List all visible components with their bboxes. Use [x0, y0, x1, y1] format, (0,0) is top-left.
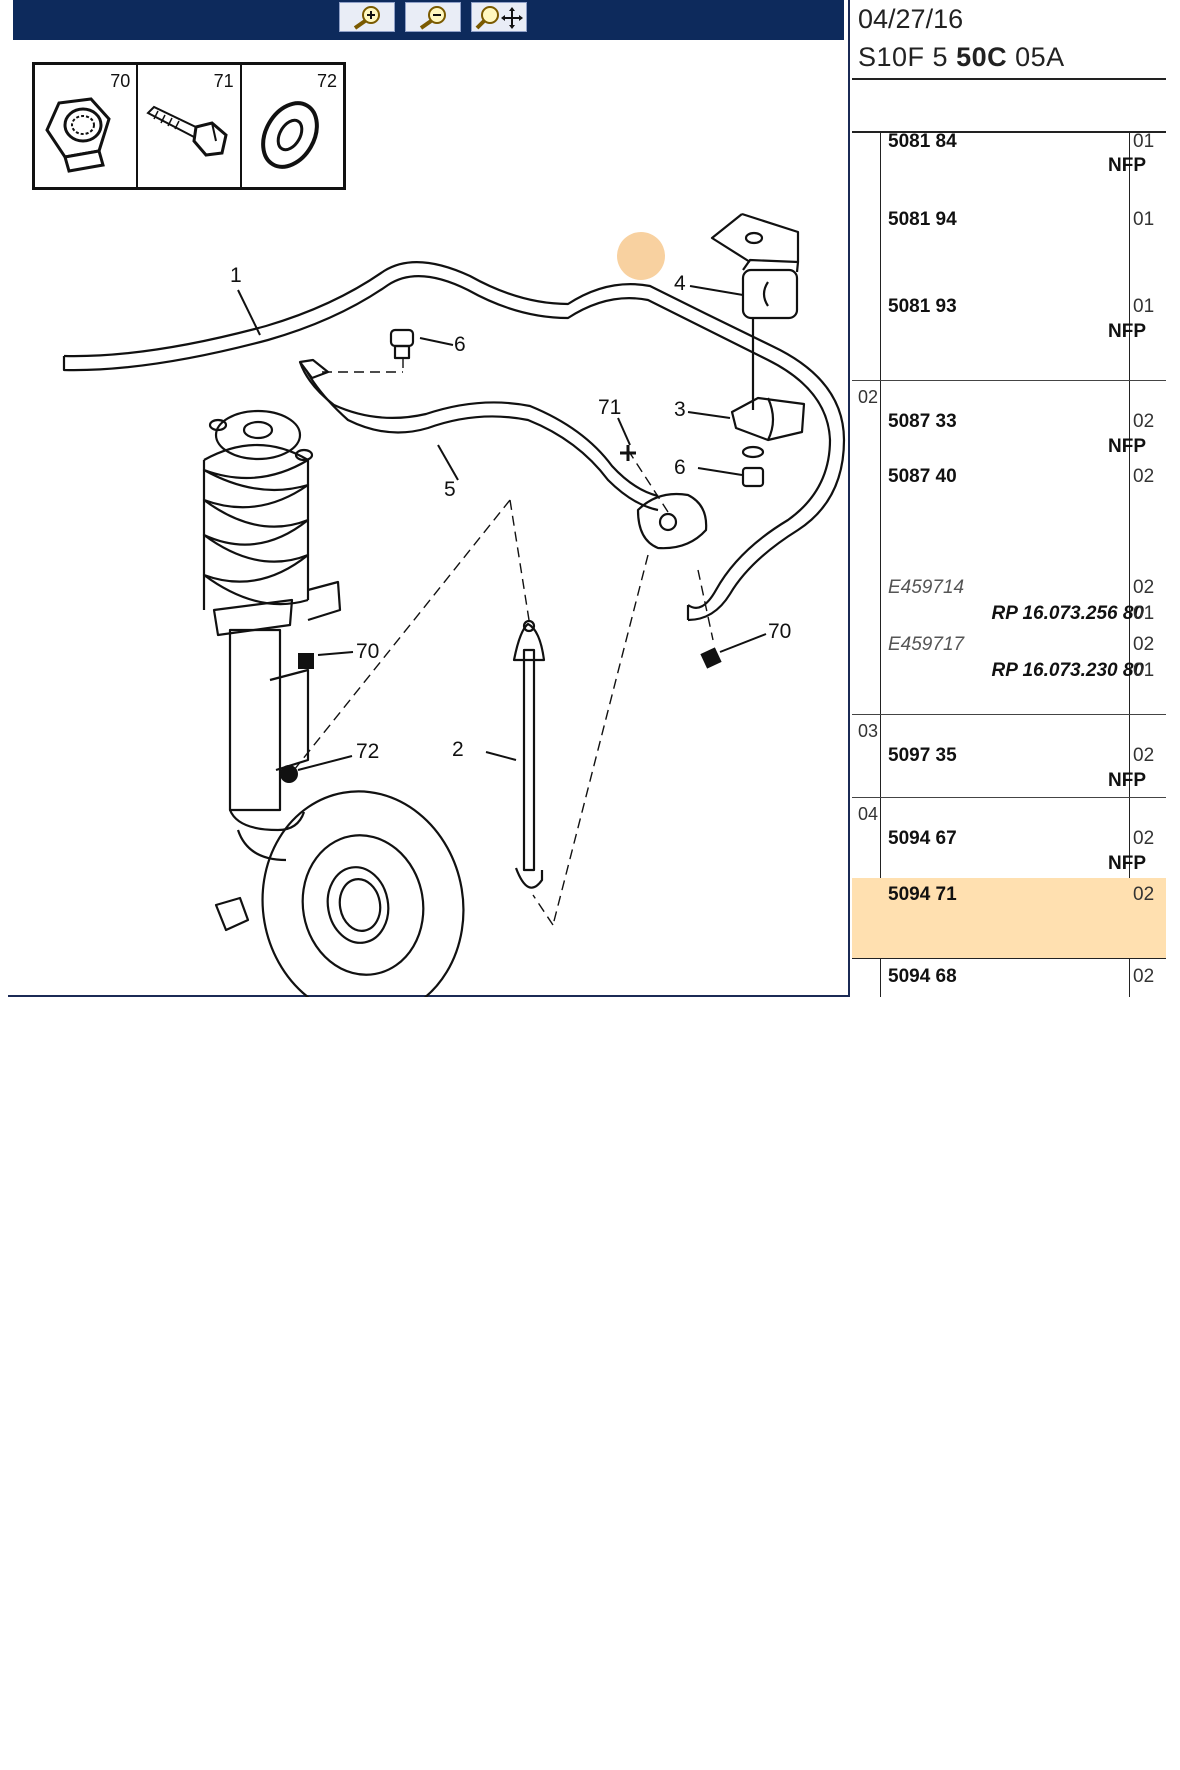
zoom-out-button[interactable] [405, 2, 461, 32]
cut-off-row[interactable]: 5094 68 02 [852, 960, 1166, 998]
legend-cell-nut: 70 [35, 65, 139, 187]
part-qty: 01 [1133, 660, 1155, 681]
part-ref[interactable]: 5087 33 [888, 411, 957, 432]
parts-group: 5081 84 01 NFP 5081 94 01 5081 93 01 NFP [852, 131, 1166, 380]
bushing-4 [741, 268, 799, 320]
callout-2: 2 [452, 738, 464, 761]
nfp-flag: NFP [1108, 321, 1146, 342]
header-divider-2 [852, 131, 1166, 133]
legend-number: 71 [213, 71, 234, 91]
strut-body [228, 628, 282, 812]
callout-4: 4 [674, 272, 686, 295]
strut-top-mount [214, 409, 302, 461]
part-ref[interactable]: 5081 93 [888, 296, 957, 317]
legend-number: 70 [110, 71, 131, 91]
nfp-flag: NFP [1108, 155, 1146, 176]
cursor-marker [617, 232, 665, 280]
legend-number: 72 [316, 71, 337, 91]
equivalent-ref[interactable]: E459714 [888, 577, 965, 598]
marker-70-left [298, 653, 314, 669]
fastener-legend: 70 71 72 [32, 62, 346, 190]
nfp-flag: NFP [1108, 770, 1146, 791]
marker-70-right [700, 647, 722, 669]
part-qty: 02 [1133, 466, 1155, 487]
group-number: 04 [858, 804, 879, 824]
marker-72 [280, 765, 298, 783]
parts-list-panel: 04/27/16 S10F 5 50C 05A 5081 84 01 NFP 5… [852, 0, 1166, 997]
callout-6-bottom: 6 [674, 456, 686, 479]
part-qty: 02 [1133, 411, 1155, 432]
nut-icon [45, 97, 111, 173]
stabilizer-arm [305, 369, 659, 512]
part-qty: 02 [1133, 884, 1155, 905]
pan-button[interactable] [471, 2, 527, 32]
zoom-in-icon [353, 6, 380, 30]
bolt-icon [146, 105, 228, 157]
brake-disc [261, 790, 465, 997]
callout-3: 3 [674, 398, 686, 421]
equivalent-ref[interactable]: E459717 [888, 634, 965, 655]
zoom-out-icon [419, 6, 446, 30]
washer-icon [260, 101, 319, 169]
part-ref[interactable]: 5081 84 [888, 131, 957, 152]
callout-70-left: 70 [356, 640, 380, 663]
parts-group: 02 5087 33 02 NFP 5087 40 02 E459714 02 … [852, 380, 1166, 714]
callout-5: 5 [444, 478, 456, 501]
selected-part-row[interactable]: 5094 71 02 [852, 878, 1166, 958]
parts-group: 04 5094 67 02 NFP 5094 71 02 5094 68 02 [852, 797, 1166, 997]
zoom-in-button[interactable] [339, 2, 395, 32]
group-number: 02 [858, 387, 879, 407]
legend-cell-bolt: 71 [138, 65, 242, 187]
callout-71: 71 [598, 396, 622, 419]
drop-link [522, 648, 536, 872]
nfp-flag: NFP [1108, 853, 1146, 874]
part-qty: 02 [1133, 966, 1155, 987]
callout-70-right: 70 [768, 620, 792, 643]
part-qty: 02 [1133, 745, 1155, 766]
part-qty: 01 [1133, 603, 1155, 624]
part-ref[interactable]: 5094 71 [888, 884, 957, 905]
callout-1: 1 [230, 264, 242, 287]
replacement-ref[interactable]: RP 16.073.230 80 [991, 660, 1144, 681]
row-divider [852, 958, 1166, 959]
legend-cell-washer: 72 [242, 65, 343, 187]
marker-71 [620, 445, 636, 461]
diagram-viewer[interactable]: 70 71 72 [8, 0, 850, 997]
catalog-date: 04/27/16 [858, 4, 964, 34]
part-qty: 01 [1133, 209, 1155, 230]
part-qty: 01 [1133, 296, 1155, 317]
part-ref[interactable]: 5097 35 [888, 745, 957, 766]
anti-roll-bar [62, 275, 832, 609]
group-number: 03 [858, 721, 879, 741]
callout-6-top: 6 [454, 333, 466, 356]
col-sep-1 [880, 133, 881, 997]
header-divider [852, 78, 1166, 80]
part-qty: 02 [1133, 828, 1155, 849]
zoom-toolbar [13, 0, 844, 40]
part-ref[interactable]: 5094 67 [888, 828, 957, 849]
catalog-reference: S10F 5 50C 05A [858, 42, 1065, 72]
part-ref[interactable]: 5094 68 [888, 966, 957, 987]
part-ref[interactable]: 5087 40 [888, 466, 957, 487]
part-qty: 02 [1133, 577, 1155, 598]
callout-72: 72 [356, 740, 380, 763]
clamp [636, 492, 708, 550]
part-qty: 01 [1133, 131, 1155, 152]
nfp-flag: NFP [1108, 436, 1146, 457]
parts-group: 03 5097 35 02 NFP [852, 714, 1166, 797]
coil-spring [202, 444, 310, 606]
part-ref[interactable]: 5081 94 [888, 209, 957, 230]
replacement-ref[interactable]: RP 16.073.256 80 [991, 603, 1144, 624]
part-qty: 02 [1133, 634, 1155, 655]
col-sep-2 [1129, 133, 1130, 997]
zoom-pan-icon [475, 6, 523, 30]
